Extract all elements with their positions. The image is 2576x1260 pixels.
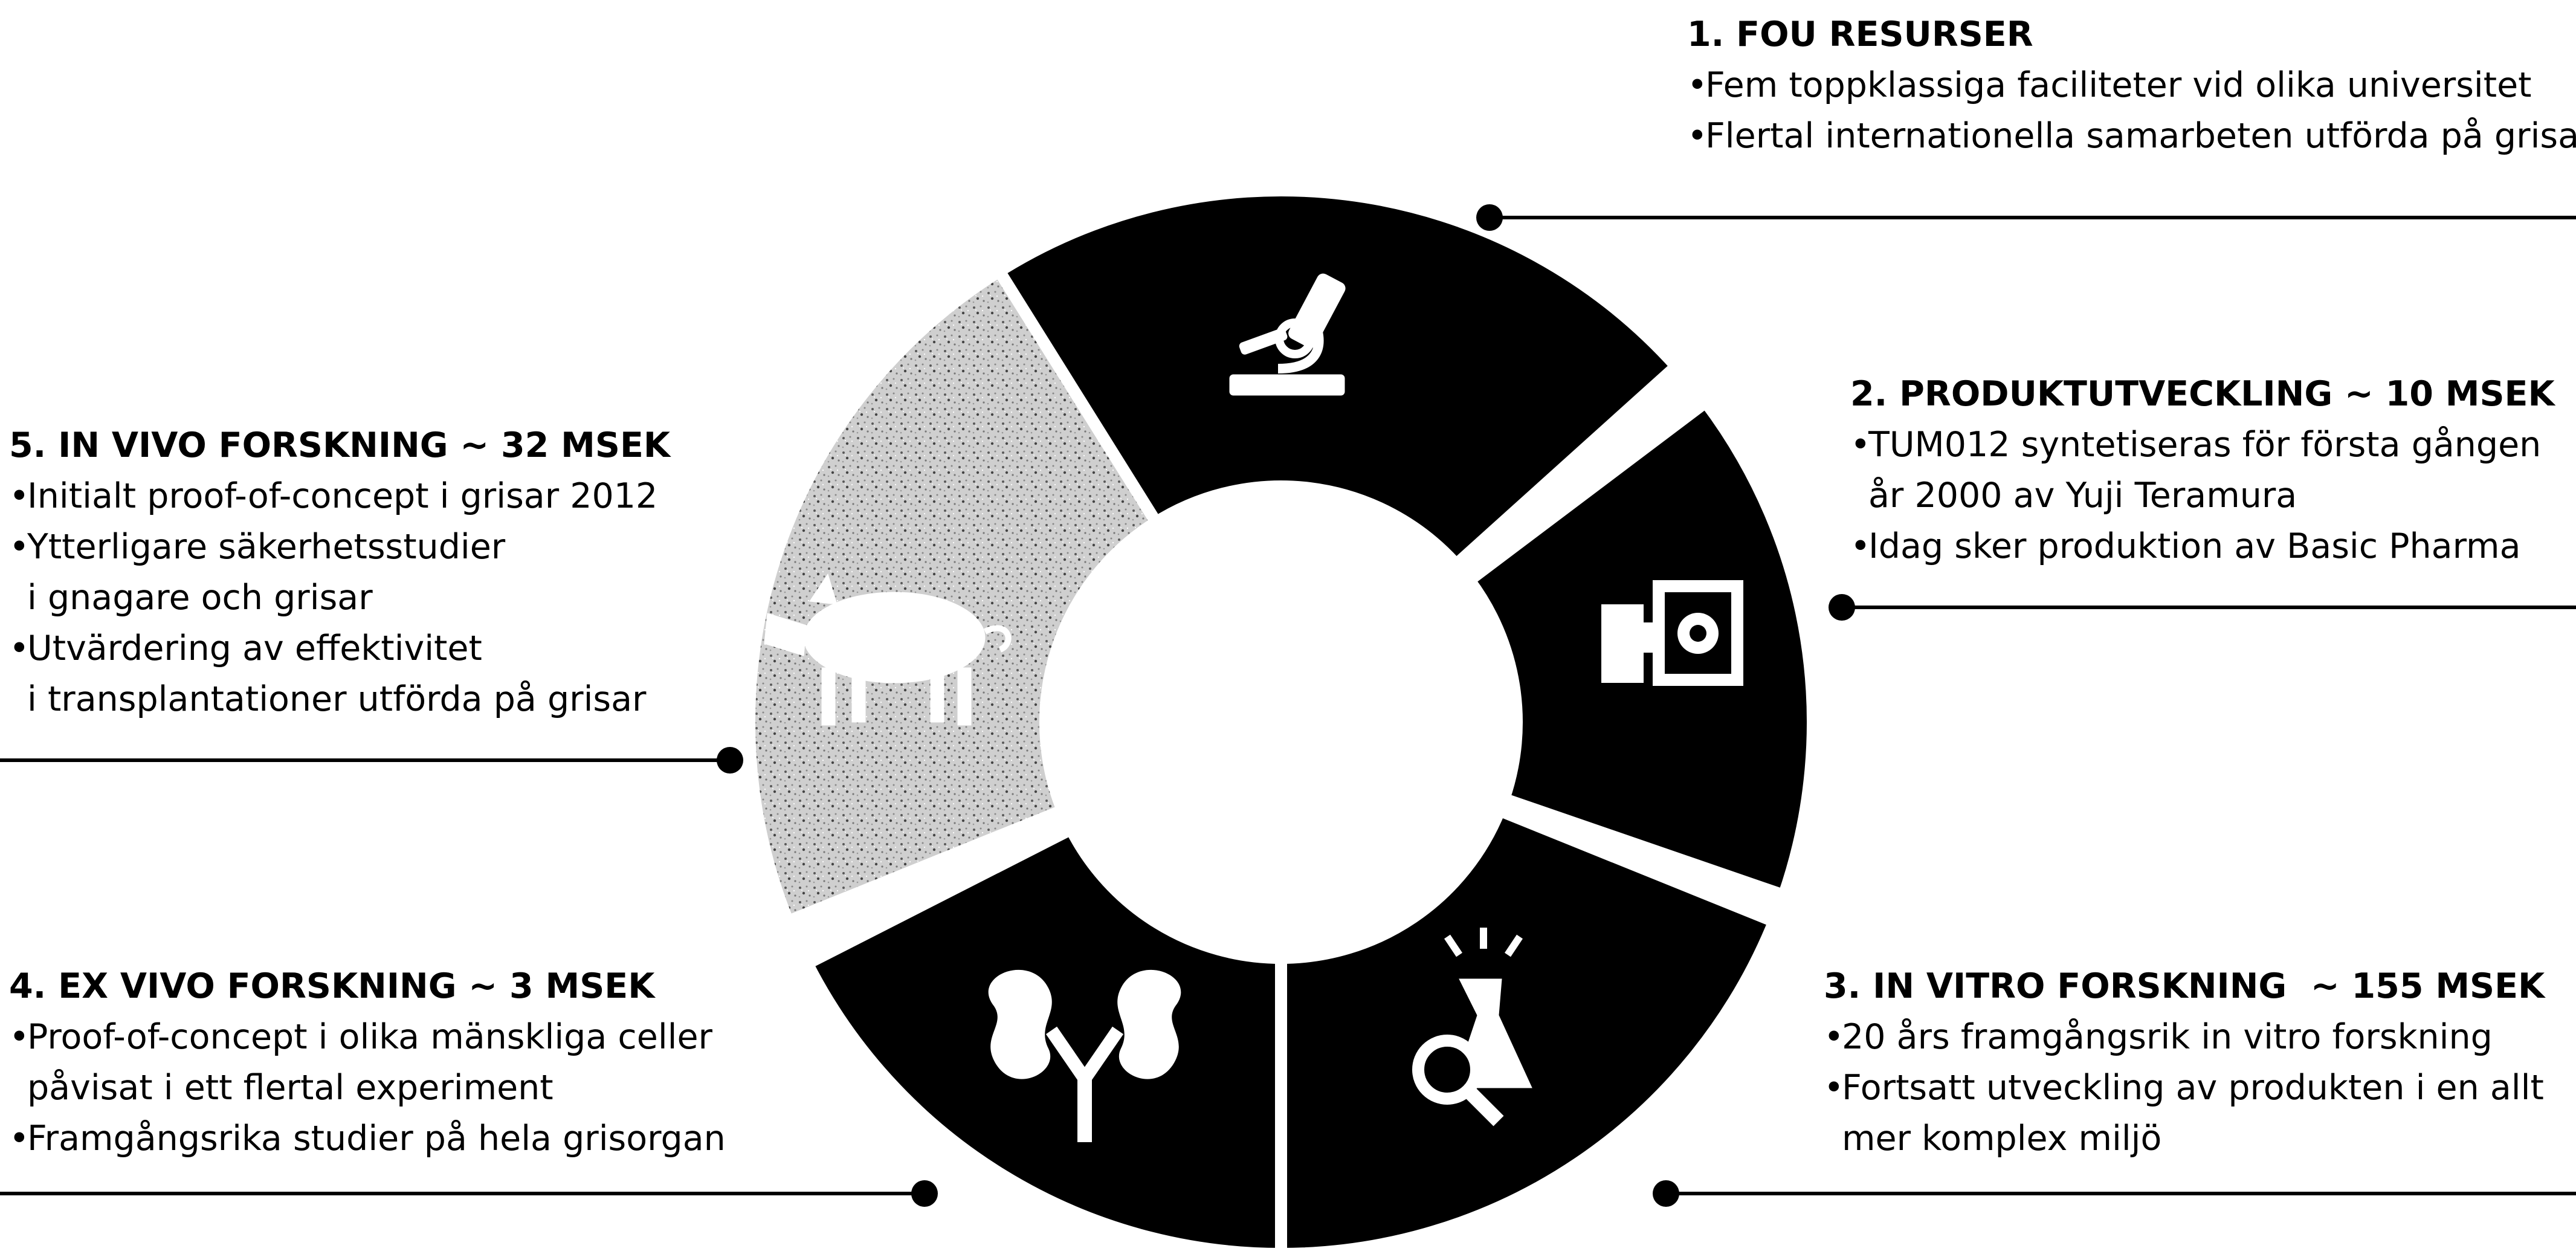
section-fou-resurser: 1. FOU RESURSER •Fem toppklassiga facili… <box>1687 9 2576 161</box>
bullet-item: •Utvärdering av effektivitet <box>9 628 482 668</box>
bullet-item: •Fem toppklassiga faciliteter vid olika … <box>1687 65 2532 105</box>
pig-icon <box>764 573 1012 726</box>
bullet-continuation: i transplantationer utförda på grisar <box>27 679 647 719</box>
section-heading: 5. IN VIVO FORSKNING ~ 32 MSEK <box>9 425 671 465</box>
bullet-item: •Fortsatt utveckling av produkten i en a… <box>1824 1068 2544 1108</box>
connector-1 <box>1476 204 2576 231</box>
bullet-item: •Proof-of-concept i olika mänskliga cell… <box>9 1017 712 1057</box>
segment-in-vivo <box>743 262 1165 929</box>
segment-in-vitro <box>1275 803 1782 1260</box>
bullet-item: •Ytterligare säkerhetsstudier <box>9 527 506 567</box>
connector-3 <box>1653 1180 2576 1207</box>
box-gear-icon <box>1601 580 1743 686</box>
bullet-continuation: påvisat i ett flertal experiment <box>27 1068 554 1108</box>
bullet-item: •Flertal internationella samarbeten utfö… <box>1687 116 2576 156</box>
section-heading: 3. IN VITRO FORSKNING ~ 155 MSEK <box>1824 966 2545 1006</box>
bullet-continuation: i gnagare och grisar <box>27 578 373 618</box>
section-heading: 4. EX VIVO FORSKNING ~ 3 MSEK <box>9 966 655 1006</box>
segment-divider <box>1275 955 1287 1260</box>
bullet-item: •Idag sker produktion av Basic Pharma <box>1850 526 2521 566</box>
bullet-item: •Framgångsrika studier på hela grisorgan <box>9 1119 726 1158</box>
section-in-vitro: 3. IN VITRO FORSKNING ~ 155 MSEK •20 års… <box>1824 961 2545 1164</box>
bullet-item: •Initialt proof-of-concept i grisar 2012 <box>9 476 658 516</box>
bullet-continuation: mer komplex miljö <box>1842 1119 2162 1158</box>
connector-2 <box>1829 594 2576 621</box>
connector-5 <box>0 747 743 774</box>
section-heading: 2. PRODUKTUTVECKLING ~ 10 MSEK <box>1850 374 2555 414</box>
bullet-continuation: år 2000 av Yuji Teramura <box>1868 476 2297 515</box>
connector-4 <box>0 1180 938 1207</box>
bullet-item: •20 års framgångsrik in vitro forskning <box>1824 1017 2493 1057</box>
bullet-item: •TUM012 syntetiseras för första gången <box>1850 425 2542 465</box>
section-heading: 1. FOU RESURSER <box>1687 15 2033 54</box>
section-produktutveckling: 2. PRODUKTUTVECKLING ~ 10 MSEK •TUM012 s… <box>1850 369 2555 572</box>
flask-magnifier-icon <box>1412 928 1532 1126</box>
section-in-vivo: 5. IN VIVO FORSKNING ~ 32 MSEK •Initialt… <box>9 420 670 725</box>
kidneys-icon <box>988 969 1181 1142</box>
microscope-icon <box>1229 273 1346 396</box>
section-ex-vivo: 4. EX VIVO FORSKNING ~ 3 MSEK •Proof-of-… <box>9 961 726 1164</box>
